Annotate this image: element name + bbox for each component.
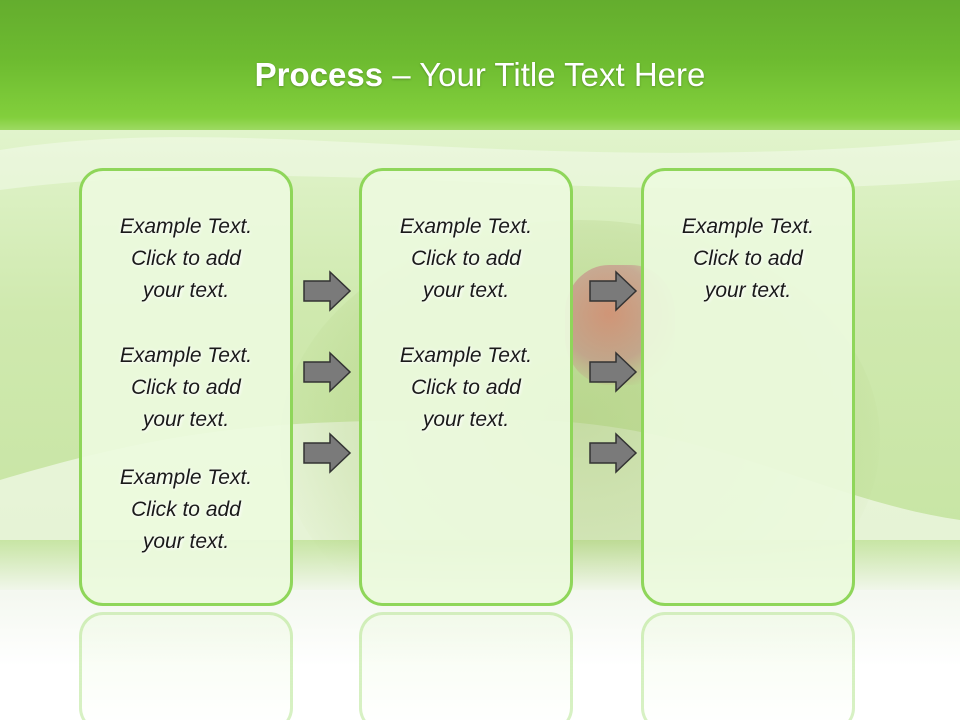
header-background	[0, 0, 960, 150]
right-arrow-icon	[589, 270, 638, 312]
text-line: Click to add	[411, 376, 521, 399]
text-line: Click to add	[131, 498, 241, 521]
text-block[interactable]: Example Text. Click to add your text.	[82, 462, 290, 558]
text-line: Click to add	[411, 247, 521, 270]
title-rest-part: – Your Title Text Here	[383, 56, 706, 93]
right-arrow-icon	[303, 270, 352, 312]
text-block[interactable]: Example Text. Click to add your text.	[82, 340, 290, 436]
box-reflection-2	[359, 612, 573, 720]
text-block[interactable]: Example Text. Click to add your text.	[362, 211, 570, 307]
text-line: Example Text.	[119, 215, 253, 238]
text-line: Example Text.	[399, 344, 533, 367]
text-line: Click to add	[131, 376, 241, 399]
right-arrow-icon	[589, 432, 638, 474]
text-block[interactable]: Example Text. Click to add your text.	[644, 211, 852, 307]
box-reflection-3	[641, 612, 855, 720]
text-line: your text.	[422, 408, 510, 431]
text-block[interactable]: Example Text. Click to add your text.	[362, 340, 570, 436]
right-arrow-icon	[303, 432, 352, 474]
text-line: Example Text.	[681, 215, 815, 238]
text-line: Click to add	[131, 247, 241, 270]
process-box-2[interactable]: Example Text. Click to add your text. Ex…	[359, 168, 573, 606]
title-bold-part: Process	[254, 56, 384, 93]
text-line: your text.	[704, 279, 792, 302]
right-arrow-icon	[589, 351, 638, 393]
text-line: Example Text.	[399, 215, 533, 238]
slide-title[interactable]: Process – Your Title Text Here	[0, 52, 960, 98]
text-block[interactable]: Example Text. Click to add your text.	[82, 211, 290, 307]
text-line: Example Text.	[119, 466, 253, 489]
process-box-3[interactable]: Example Text. Click to add your text.	[641, 168, 855, 606]
right-arrow-icon	[303, 351, 352, 393]
text-line: your text.	[142, 408, 230, 431]
text-line: your text.	[422, 279, 510, 302]
text-line: Click to add	[693, 247, 803, 270]
text-line: Example Text.	[119, 344, 253, 367]
text-line: your text.	[142, 530, 230, 553]
text-line: your text.	[142, 279, 230, 302]
process-box-1[interactable]: Example Text. Click to add your text. Ex…	[79, 168, 293, 606]
box-reflection-1	[79, 612, 293, 720]
